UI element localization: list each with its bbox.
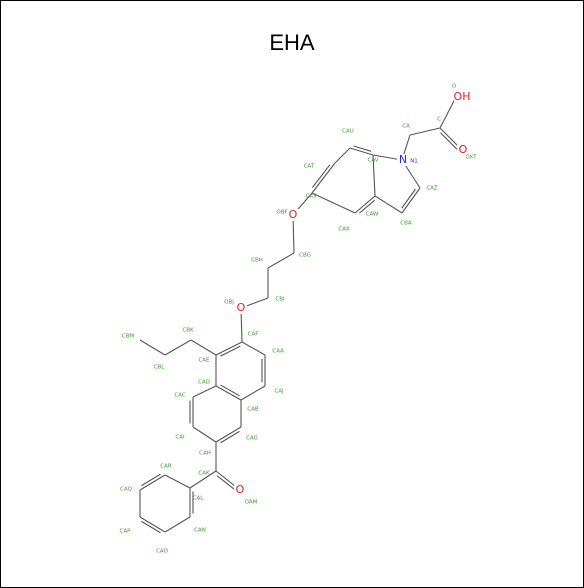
atom-label-caz: CAZ (426, 186, 438, 192)
atom-label-cae: CAE (198, 358, 210, 364)
bond-CAT-CAS (311, 162, 336, 194)
double-bond-CAH-CAG (220, 430, 240, 444)
double-bond-C_CAZ-C_CBA (401, 188, 416, 209)
heteroatom-bg (287, 209, 299, 221)
bond-CAK-CAL (189, 470, 217, 489)
bond-CAW-C3a (354, 195, 376, 214)
atom-label-oxt: OXT (465, 155, 477, 161)
atom-label-cbl: CBL (154, 365, 166, 371)
heteroatom-bg (454, 91, 470, 103)
atom-label-cav: CAV (367, 158, 378, 164)
atom-label-obf: OBF (276, 210, 287, 216)
bond-CAO-CAN (164, 516, 191, 533)
heteroatom-O_ketone: O (236, 483, 245, 496)
atom-label-caw: CAW (366, 212, 379, 218)
atom-label-obj: OBJ (224, 300, 234, 306)
atom-label-n1: N1 (410, 159, 418, 165)
heteroatom-bg (457, 144, 469, 156)
atom-label-caj: CAJ (274, 389, 284, 395)
atom-label-caf: CAF (248, 332, 259, 338)
atom-label-c: C (437, 117, 441, 123)
atom-label-caa: CAA (272, 349, 284, 355)
atom-label-cap: CAP (120, 529, 132, 535)
double-bond-CAC-C_AD (220, 384, 240, 397)
bond-C_AD-CAJ (192, 385, 217, 398)
heteroatom-bg (234, 484, 246, 496)
atom-label-cat: CAT (304, 164, 315, 170)
bond-CAH-CAG (215, 426, 242, 443)
atom-label-cak: CAK (198, 471, 210, 477)
atom-label-cah: CAH (199, 451, 211, 457)
double-bond-CAP-CAO (141, 520, 161, 534)
atom-label-cax: CAX (338, 227, 350, 233)
heteroatom-bg (397, 154, 409, 166)
heteroatom-layer: OH O N O O O (234, 90, 470, 496)
atom-label-cac: CAC (174, 393, 186, 399)
bond-CAV-CAU (349, 147, 374, 156)
atom-label-car: CAR (160, 464, 172, 470)
double-bond-C_AE-CAF (220, 345, 241, 357)
heteroatom-O_ether1: O (289, 208, 298, 221)
atom-label-cba: CBA (400, 221, 412, 227)
atom-label-cad: CAD (198, 380, 210, 386)
heteroatom-O_carbonyl_top: O (459, 143, 468, 156)
bond-CBK_b-CBM (139, 339, 166, 356)
double-bond-CAK-O3 (216, 475, 236, 491)
atom-label-cau: CAU (342, 129, 354, 135)
double-bond-CAW-C3a (358, 199, 375, 214)
atom-label-cao: CAO (156, 549, 169, 555)
atom-label-cab: CAB (247, 407, 259, 413)
double-bond-CAV-CAU (353, 145, 372, 152)
bond-O1-C_BG (292, 214, 295, 254)
double-bond-CAR-CAQ (141, 473, 161, 487)
heteroatom-bg (235, 302, 247, 314)
bond-CAL-CAR (164, 474, 191, 489)
atom-label-cbk: CBK (182, 328, 194, 334)
atom-label-can: CAN (194, 528, 206, 534)
atom-label-cai: CAI (175, 435, 185, 441)
atom-label-cbi: CBI (275, 297, 285, 303)
atom-label-cbm: CBM (122, 334, 135, 340)
bond-CAP-CAO (139, 516, 166, 533)
bond-CAF-CAA (241, 341, 266, 356)
double-bond-COOH_C-O_top (440, 132, 458, 150)
bond-C_AE-CBK_a (190, 339, 217, 356)
atom-label-cag: CAG (246, 436, 258, 442)
bond-CAC-C_AD (215, 385, 242, 401)
bond-CBK_a-CBK_b (164, 339, 192, 356)
bond-C_CAZ-C_CBA (401, 187, 421, 214)
bond-C3a-CAV (372, 154, 376, 197)
double-bond-CAT-CAS (311, 164, 331, 188)
bond-C_AE-CAF (215, 341, 243, 356)
atom-label-oam: OAM (245, 500, 258, 506)
atom-label-cal: CAL (193, 496, 205, 502)
bond-CAU-CAT (334, 147, 351, 164)
bond-CAI-CAH (192, 426, 217, 443)
molecule-title: EHA (269, 30, 315, 55)
bond-C_CBA-C3a (374, 195, 403, 214)
atom-label-cbg: CBG (299, 253, 311, 259)
atom-label-ca: CA (402, 124, 410, 130)
atom-label-caq: CAQ (120, 487, 133, 493)
atom-label-cbh: CBH (251, 258, 263, 264)
bond-CAS-CAW (311, 192, 356, 214)
bond-CAR-CAQ (139, 474, 166, 491)
heteroatom-O_ether2: O (237, 301, 246, 314)
bond-CA-COOH_C (409, 127, 441, 136)
bond-C_BG-C_BH (267, 252, 295, 269)
atom-label-o: O (452, 84, 457, 90)
heteroatom-OH: OH (454, 90, 471, 103)
bond-CAB-CAC (240, 385, 266, 401)
bond-COOH_C-OH (439, 96, 457, 129)
atom-label-cas: CAS (305, 194, 317, 200)
heteroatom-N1: N (399, 153, 407, 166)
